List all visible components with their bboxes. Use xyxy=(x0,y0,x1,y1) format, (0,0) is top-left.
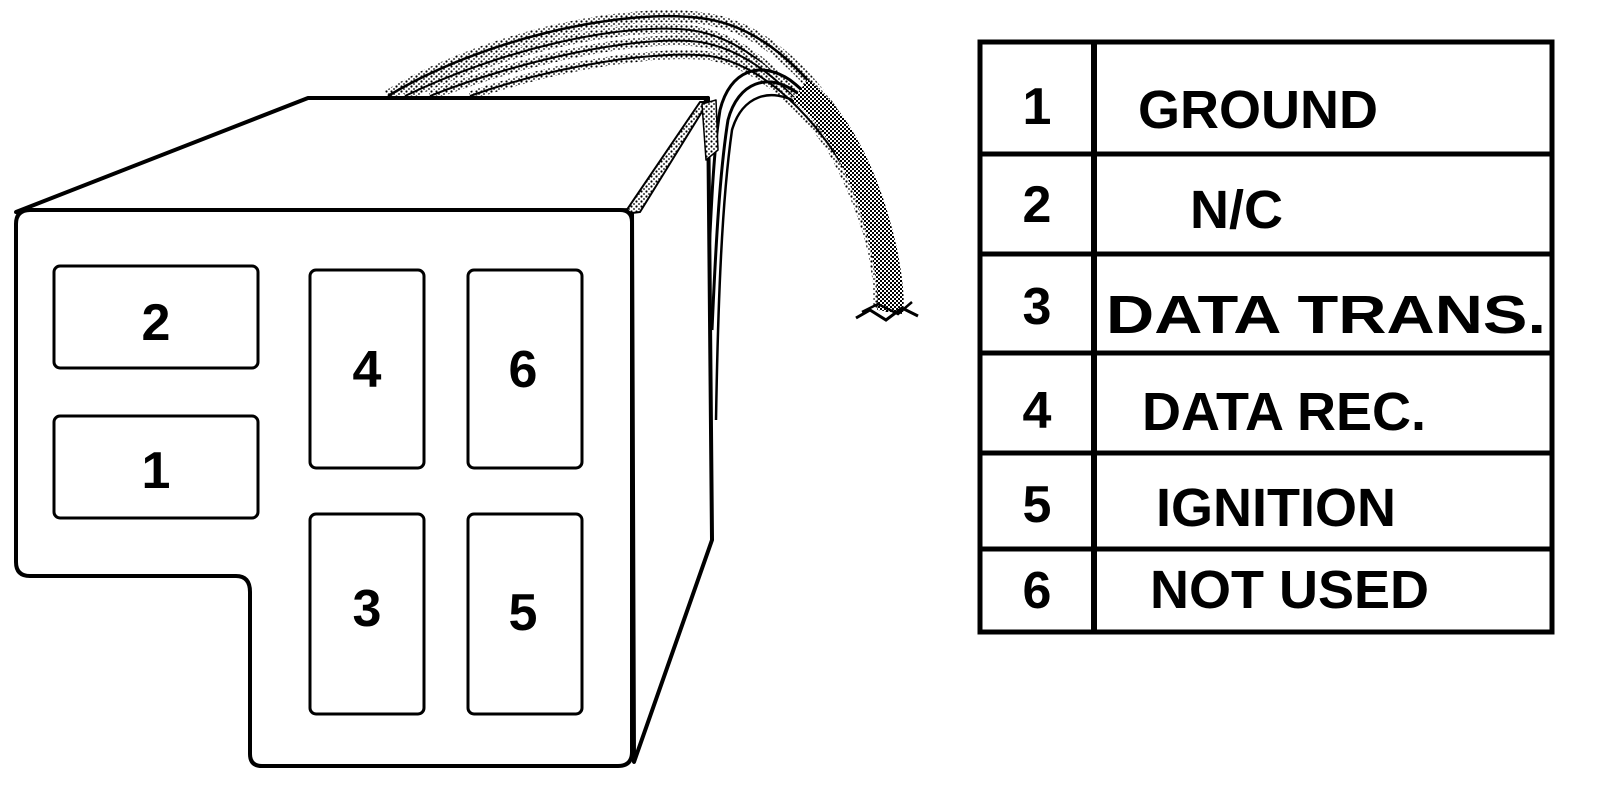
pin-number: 2 xyxy=(1023,176,1052,234)
pin-function: GROUND xyxy=(1138,80,1378,140)
pinout-table: 1 GROUND 2 N/C 3 DATA TRANS. 4 DATA REC.… xyxy=(977,39,1555,635)
cavity-4-number: 4 xyxy=(353,341,382,399)
pin-number: 1 xyxy=(1023,78,1052,136)
table-row: 1 GROUND xyxy=(1023,78,1378,140)
cavity-6-number: 6 xyxy=(509,341,538,399)
cavity-2-number: 2 xyxy=(142,294,171,352)
connector-cavities: 2 1 4 3 6 5 xyxy=(52,264,584,716)
table-row: 5 IGNITION xyxy=(1023,476,1396,538)
pin-function: N/C xyxy=(1190,180,1283,240)
cavity-3-number: 3 xyxy=(353,580,382,638)
cavity-3: 3 xyxy=(308,512,426,716)
cavity-6: 6 xyxy=(466,268,584,470)
pin-number: 5 xyxy=(1023,476,1052,534)
cavity-2: 2 xyxy=(52,264,260,370)
pin-number: 3 xyxy=(1023,278,1052,336)
table-row: 2 N/C xyxy=(1023,176,1283,240)
wire-harness xyxy=(384,10,919,421)
table-row: 6 NOT USED xyxy=(1023,560,1429,620)
pin-function: IGNITION xyxy=(1156,478,1396,538)
pin-function: DATA TRANS. xyxy=(1106,285,1546,345)
table-row: 3 DATA TRANS. xyxy=(1023,278,1546,345)
pin-function: NOT USED xyxy=(1150,560,1429,620)
cavity-5-number: 5 xyxy=(509,584,538,642)
cavity-1-number: 1 xyxy=(142,442,171,500)
pin-function: DATA REC. xyxy=(1142,382,1426,442)
cavity-4: 4 xyxy=(308,268,426,470)
pin-number: 6 xyxy=(1023,562,1052,620)
pin-number: 4 xyxy=(1023,382,1052,440)
table-row: 4 DATA REC. xyxy=(1023,382,1426,442)
cavity-1: 1 xyxy=(52,414,260,520)
cavity-5: 5 xyxy=(466,512,584,716)
